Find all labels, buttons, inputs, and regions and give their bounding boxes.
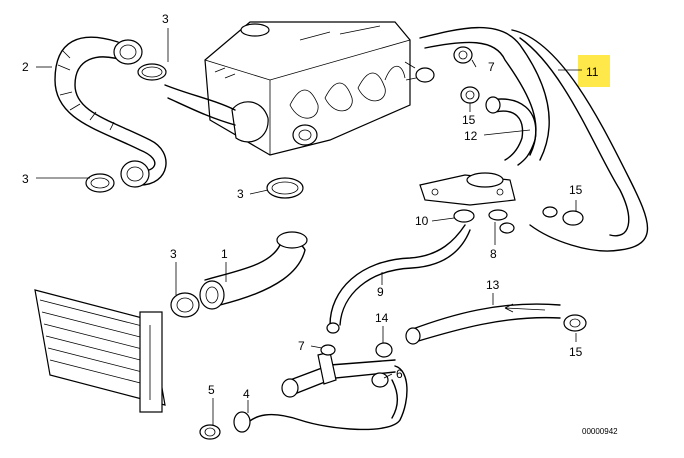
clamp-3-low xyxy=(170,292,200,318)
callout-7-top: 7 xyxy=(488,60,495,74)
callout-8: 8 xyxy=(490,247,497,261)
hose-upper-connector xyxy=(164,84,236,126)
callout-3-mid: 3 xyxy=(237,187,244,201)
callout-9: 9 xyxy=(377,285,384,299)
clamp-3-top xyxy=(137,63,167,81)
callout-3-top: 3 xyxy=(162,12,169,26)
callout-labels: 2 3 3 3 3 1 5 4 7 14 6 7 15 12 10 8 9 13… xyxy=(22,12,599,401)
callout-12: 12 xyxy=(464,129,478,143)
callout-13: 13 xyxy=(486,278,500,292)
callout-11: 11 xyxy=(586,65,599,79)
callout-15-bottom: 15 xyxy=(569,345,583,359)
hose-12 xyxy=(485,96,537,166)
callout-1: 1 xyxy=(221,247,228,261)
callout-2: 2 xyxy=(22,60,29,74)
clamp-15-top xyxy=(460,86,480,104)
callout-3-left: 3 xyxy=(22,172,29,186)
callout-15-top: 15 xyxy=(462,113,476,127)
clamp-6 xyxy=(371,372,389,388)
clamp-3-left xyxy=(85,173,115,193)
clamp-7-top xyxy=(453,46,473,64)
clamp-3-mid xyxy=(266,177,304,199)
hose-13 xyxy=(405,303,561,345)
fitting-head-right xyxy=(404,61,435,83)
leader-lines xyxy=(36,28,582,425)
clamp-10 xyxy=(453,209,475,223)
hose-1 xyxy=(199,231,308,310)
highlight-marker xyxy=(578,55,610,87)
lower-pipe xyxy=(233,351,408,433)
hose-9-end xyxy=(326,322,340,334)
clamp-7-low xyxy=(320,344,336,356)
clamp-15-right xyxy=(542,206,584,226)
clamp-15-bottom xyxy=(563,314,587,332)
callout-3-low: 3 xyxy=(170,247,177,261)
callout-7-low: 7 xyxy=(298,339,305,353)
hose-9 xyxy=(329,224,471,326)
clamp-5 xyxy=(199,424,221,440)
radiator xyxy=(34,289,166,413)
clamp-14 xyxy=(375,342,393,358)
callout-4: 4 xyxy=(243,387,250,401)
callout-6: 6 xyxy=(396,367,403,381)
callout-5: 5 xyxy=(208,383,215,397)
callout-15-right: 15 xyxy=(569,183,583,197)
drawing-number: 00000942 xyxy=(582,427,618,436)
thermostat-housing xyxy=(231,101,318,146)
callout-10: 10 xyxy=(415,214,429,228)
clamp-8 xyxy=(488,209,515,234)
hose-2 xyxy=(54,36,167,188)
pump-flange xyxy=(419,172,516,206)
callout-14: 14 xyxy=(375,311,389,325)
